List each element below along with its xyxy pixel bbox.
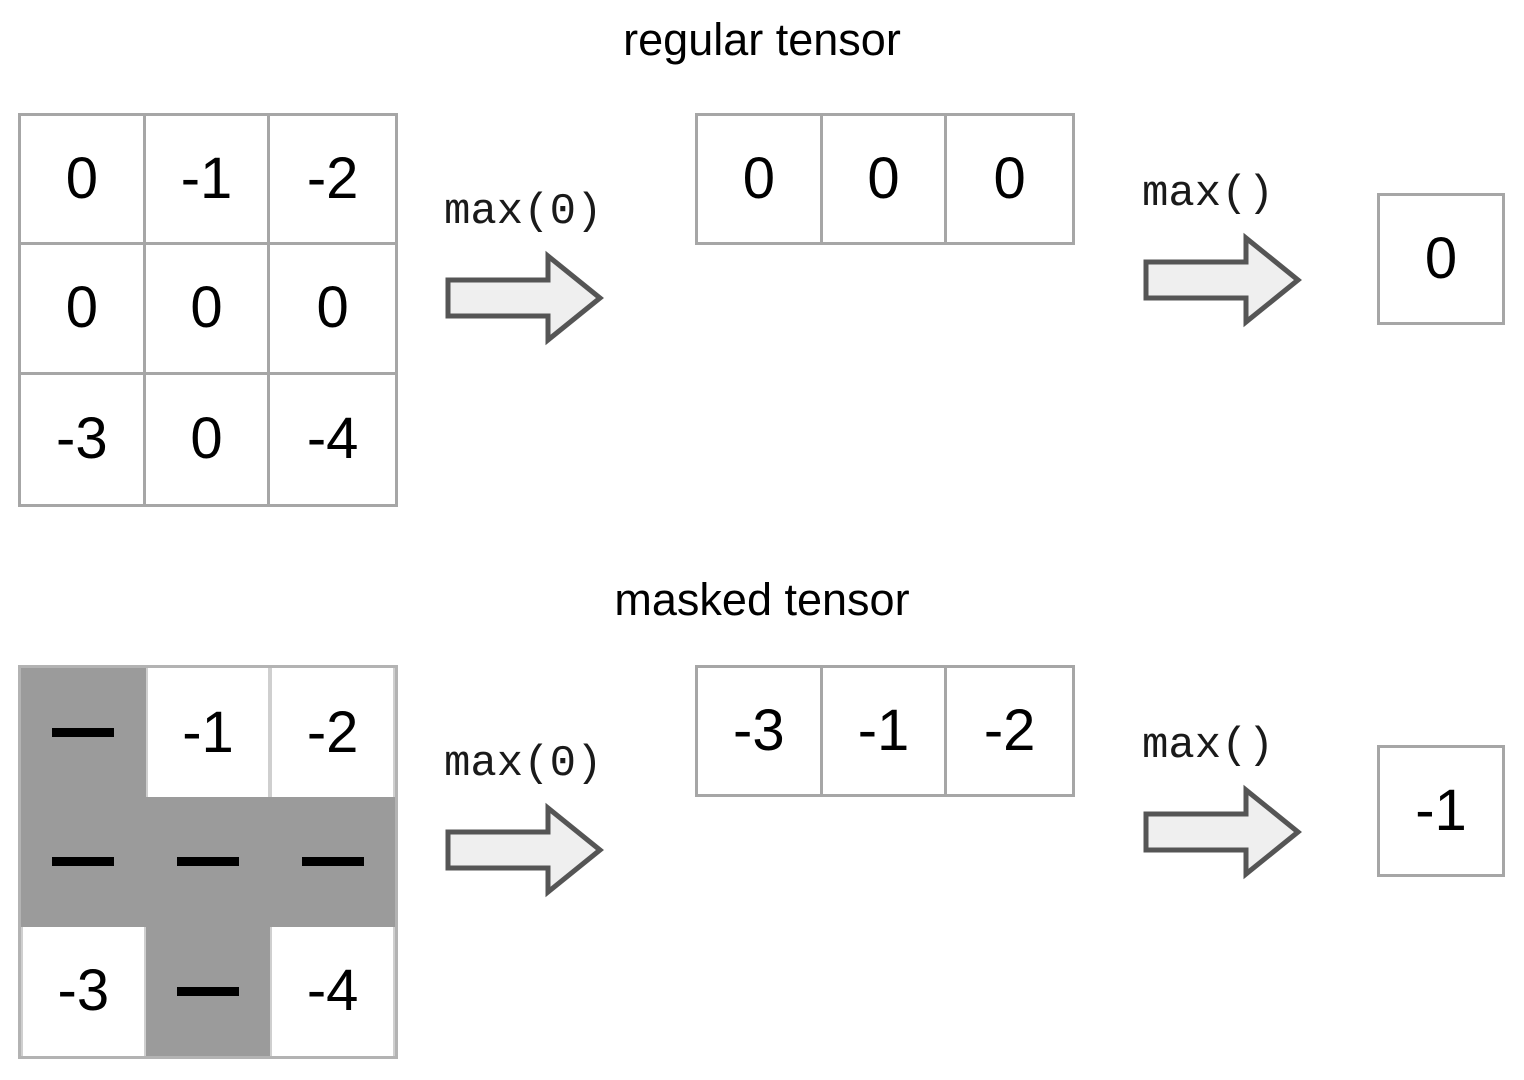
regular-axis-result-vector: 0 0 0 [695,113,1075,245]
vector-cell: -1 [822,668,948,794]
regular-full-reduce-op: max() [1142,170,1302,330]
vector-cell: -3 [698,668,823,794]
mask-dash-icon [52,857,115,867]
op-label-max-all: max() [1142,169,1275,219]
matrix-cell-masked [146,797,271,926]
matrix-cell-masked [146,927,271,1056]
matrix-cell: 0 [145,374,271,504]
scalar-cell: -1 [1380,748,1502,874]
masked-tensor-title: masked tensor [614,574,910,625]
mask-dash-icon [176,857,239,867]
matrix-cell: -1 [145,668,271,798]
mask-dash-icon [176,986,239,996]
block-arrow-icon [445,802,604,898]
mask-dash-icon [52,728,115,738]
masked-axis-result-vector: -3 -1 -2 [695,665,1075,797]
matrix-cell: -3 [21,926,146,1056]
matrix-cell: -3 [21,374,146,504]
matrix-cell: 0 [270,245,395,375]
matrix-cell: -4 [270,374,395,504]
regular-tensor-matrix: 0 -1 -2 0 0 0 -3 0 -4 [18,113,398,507]
op-label-max-all: max() [1142,721,1275,771]
matrix-cell: -2 [270,116,395,246]
op-label-max-axis: max(0) [444,739,603,789]
vector-cell: 0 [822,116,948,242]
block-arrow-icon [1143,232,1302,328]
block-arrow-icon [1143,784,1302,880]
masked-axis-reduce-op: max(0) [444,740,604,900]
masked-full-reduce-op: max() [1142,722,1302,882]
matrix-cell: 0 [145,245,271,375]
regular-tensor-title: regular tensor [623,14,901,65]
block-arrow-icon [445,250,604,346]
mask-dash-icon [301,857,364,867]
matrix-cell: -1 [145,116,271,246]
matrix-cell: 0 [21,116,146,246]
op-label-max-axis: max(0) [444,187,603,237]
regular-axis-reduce-op: max(0) [444,188,604,348]
matrix-cell: 0 [21,245,146,375]
regular-scalar-result: 0 [1377,193,1505,325]
vector-cell: 0 [698,116,823,242]
masked-scalar-result: -1 [1377,745,1505,877]
matrix-cell-masked [21,797,146,926]
masked-tensor-matrix: -1 -2 -3 -4 [18,665,398,1059]
matrix-cell: -4 [270,926,395,1056]
matrix-cell-masked [21,668,146,797]
scalar-cell: 0 [1380,196,1502,322]
matrix-cell-masked [270,797,395,926]
vector-cell: 0 [947,116,1072,242]
matrix-cell: -2 [270,668,395,798]
vector-cell: -2 [947,668,1072,794]
